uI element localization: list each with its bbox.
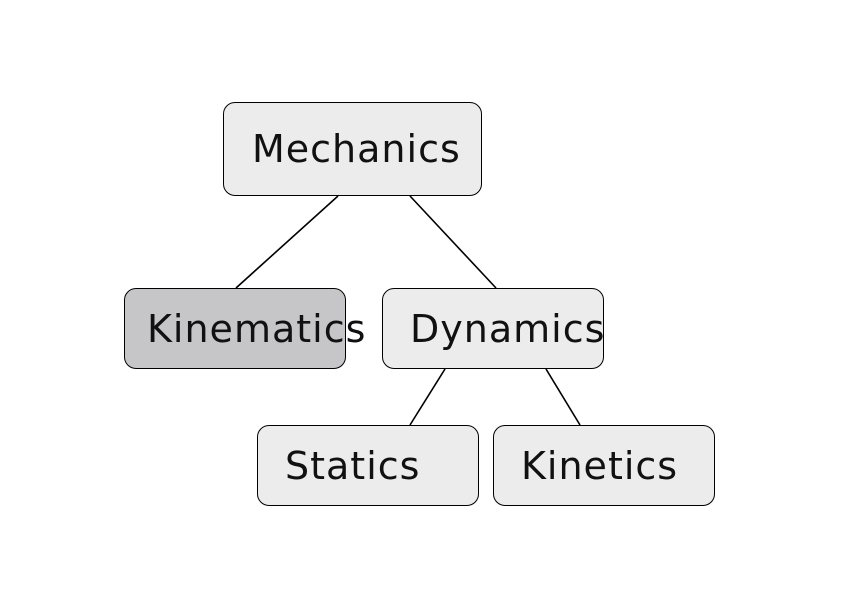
edge-mechanics-kinematics <box>235 195 339 289</box>
node-dynamics: Dynamics <box>382 288 604 369</box>
node-kinematics: Kinematics <box>124 288 365 369</box>
node-statics: Statics <box>257 425 479 506</box>
edge-dynamics-statics <box>409 368 446 426</box>
node-mechanics: Mechanics <box>223 102 482 196</box>
edge-mechanics-dynamics <box>409 195 497 289</box>
edge-dynamics-kinetics <box>545 368 581 426</box>
node-kinetics: Kinetics <box>493 425 715 506</box>
